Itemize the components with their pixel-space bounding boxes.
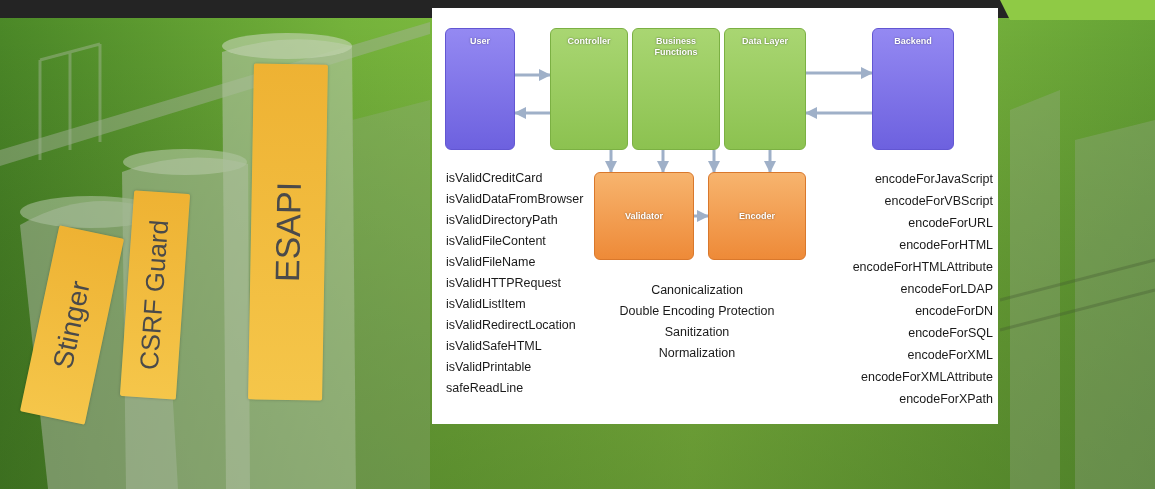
top-accent [1000, 0, 1155, 20]
flow-arrow [515, 74, 550, 77]
validator-method: isValidDataFromBrowser [446, 192, 583, 207]
encoder-method: encodeForJavaScript [875, 172, 993, 187]
flow-arrow [806, 112, 872, 115]
flow-arrow [662, 150, 665, 172]
silo-name: CSRF Guard [133, 199, 177, 391]
validator-method: safeReadLine [446, 381, 523, 396]
feature-note: Double Encoding Protection [547, 304, 847, 319]
encoder-method: encodeForHTML [899, 238, 993, 253]
flow-arrow [515, 112, 550, 115]
box-title: Data Layer [729, 36, 801, 47]
silo-name: ESAPI [265, 72, 311, 393]
validator-method: isValidCreditCard [446, 171, 542, 186]
flow-arrow [713, 150, 716, 172]
component-box: Validator [594, 172, 694, 260]
encoder-method: encodeForXML [908, 348, 993, 363]
validator-method: isValidPrintable [446, 360, 531, 375]
encoder-method: encodeForURL [908, 216, 993, 231]
encoder-method: encodeForLDAP [901, 282, 993, 297]
silo-label: Stinger [20, 225, 124, 425]
feature-note: Sanitization [547, 325, 847, 340]
validator-method: isValidRedirectLocation [446, 318, 576, 333]
box-title: Validator [599, 211, 689, 222]
validator-method: isValidFileContent [446, 234, 546, 249]
layer-box: Controller [550, 28, 628, 150]
flow-arrow [610, 150, 613, 172]
validator-method: isValidListItem [446, 297, 526, 312]
encoder-method: encodeForSQL [908, 326, 993, 341]
layer-box: Business Functions [632, 28, 720, 150]
actor-box: Backend [872, 28, 954, 150]
feature-note: Canonicalization [547, 283, 847, 298]
encoder-method: encodeForXMLAttribute [861, 370, 993, 385]
validator-method: isValidDirectoryPath [446, 213, 558, 228]
box-title: Encoder [713, 211, 801, 222]
box-title: Business Functions [637, 36, 715, 58]
box-title: Backend [877, 36, 949, 47]
box-title: Controller [555, 36, 623, 47]
validator-method: isValidFileName [446, 255, 535, 270]
flow-arrow [769, 150, 772, 172]
silo-label: ESAPI [248, 63, 328, 400]
flow-arrow [806, 72, 872, 75]
feature-note: Normalization [547, 346, 847, 361]
silo-name: Stinger [37, 236, 106, 413]
encoder-method: encodeForVBScript [885, 194, 993, 209]
slide-panel [432, 8, 998, 424]
silo-label: CSRF Guard [120, 190, 190, 399]
encoder-method: encodeForXPath [899, 392, 993, 407]
validator-method: isValidSafeHTML [446, 339, 542, 354]
actor-box: User [445, 28, 515, 150]
box-title: User [450, 36, 510, 47]
validator-method: isValidHTTPRequest [446, 276, 561, 291]
layer-box: Data Layer [724, 28, 806, 150]
flow-arrow [694, 215, 708, 218]
component-box: Encoder [708, 172, 806, 260]
encoder-method: encodeForHTMLAttribute [853, 260, 993, 275]
encoder-method: encodeForDN [915, 304, 993, 319]
